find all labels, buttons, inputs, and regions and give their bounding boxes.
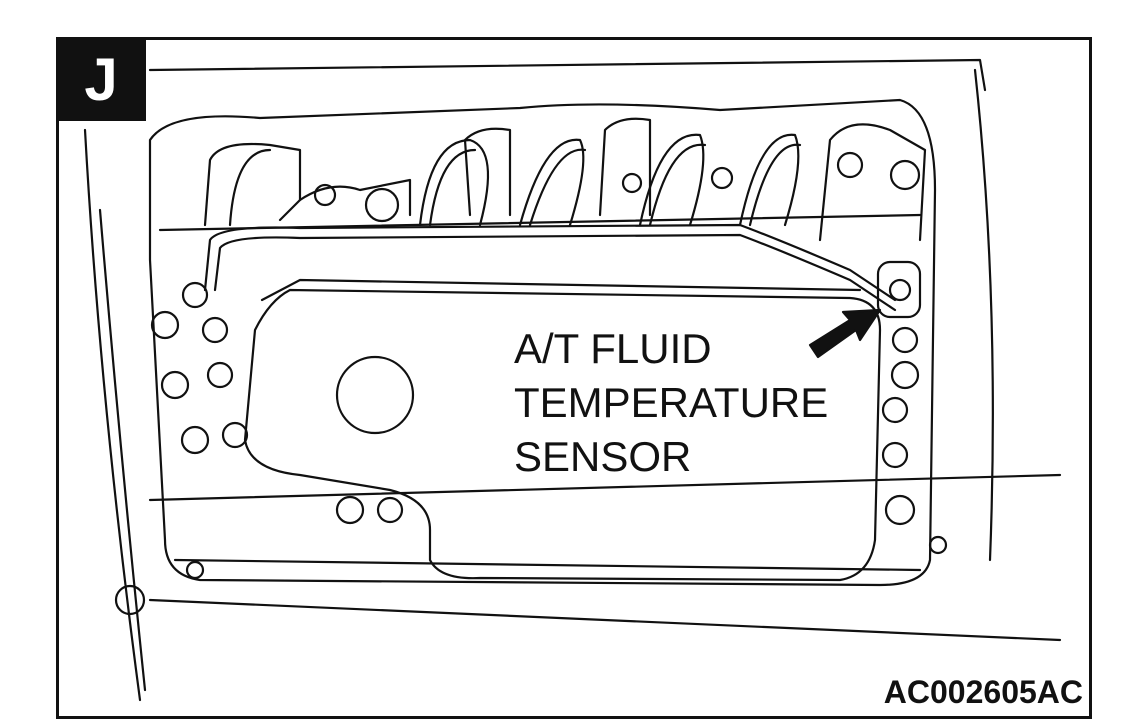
- figure-code: AC002605AC: [883, 674, 1083, 710]
- sensor-callout-label: A/T FLUID TEMPERATURE SENSOR: [514, 322, 828, 484]
- strainer-port: [335, 355, 415, 435]
- callout-line-2: TEMPERATURE: [514, 379, 829, 426]
- panel-letter-badge: J: [56, 37, 146, 121]
- temperature-sensor-connector: [876, 260, 922, 319]
- bolts: [114, 281, 948, 616]
- wiring-harness: [203, 133, 897, 312]
- valve-body-outline: [148, 98, 937, 587]
- figure-frame: [56, 37, 1092, 719]
- case-edge-left: [83, 128, 142, 702]
- callout-line-1: A/T FLUID: [514, 325, 712, 372]
- callout-line-3: SENSOR: [514, 433, 692, 480]
- callout-arrow: [808, 308, 882, 359]
